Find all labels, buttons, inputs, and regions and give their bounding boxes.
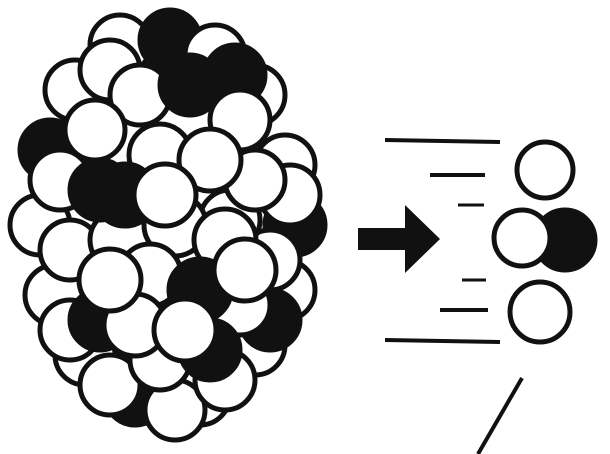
nucleon [214,239,276,301]
nucleon [79,249,141,311]
nucleon [154,299,216,361]
nucleon [134,164,196,226]
arrow-shaft [358,228,408,250]
motion-line [385,140,500,142]
motion-line [385,340,500,342]
fragment-nucleon [517,142,573,198]
nucleon [65,100,125,160]
fragment-nucleon [510,282,570,342]
fragment-nucleon [494,210,550,266]
